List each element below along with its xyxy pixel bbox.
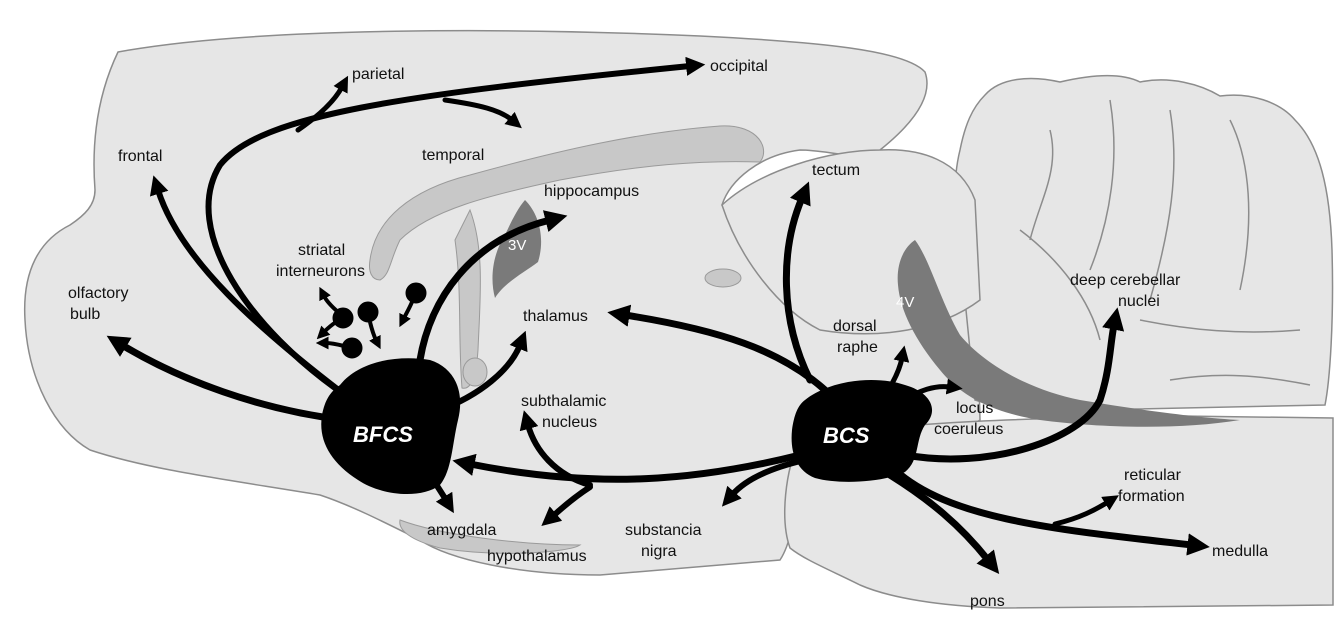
label-medulla: medulla [1212, 543, 1268, 560]
label-deep-cerebellar-line1: deep cerebellar [1070, 272, 1181, 289]
interneuron-2 [358, 302, 378, 322]
label-hypothalamus: hypothalamus [487, 548, 587, 565]
cerebellum-outline [955, 76, 1333, 411]
label-frontal: frontal [118, 148, 162, 165]
label-subthalamic-line2: nucleus [542, 414, 597, 431]
label-hippocampus: hippocampus [544, 183, 639, 200]
label-olfactory-line2: bulb [70, 306, 100, 323]
posterior-commissure-shape [705, 269, 741, 287]
label-amygdala: amygdala [427, 522, 496, 539]
label-dorsal-raphe-line1: dorsal [833, 318, 877, 335]
label-olfactory-line1: olfactory [68, 285, 128, 302]
bcs-label: BCS [823, 423, 870, 448]
label-striatal-line1: striatal [298, 242, 345, 259]
label-substancia-line2: nigra [641, 543, 677, 560]
label-deep-cerebellar-line2: nuclei [1118, 293, 1160, 310]
label-reticular-line2: formation [1118, 488, 1185, 505]
label-dorsal-raphe-line2: raphe [837, 339, 878, 356]
label-subthalamic-line1: subthalamic [521, 393, 606, 410]
label-thalamus: thalamus [523, 308, 588, 325]
label-occipital: occipital [710, 58, 768, 75]
bfcs-label: BFCS [353, 422, 413, 447]
interneuron-3 [342, 338, 362, 358]
interneuron-4 [406, 283, 426, 303]
third-ventricle-label: 3V [508, 237, 526, 254]
label-reticular-line1: reticular [1124, 467, 1182, 484]
label-tectum: tectum [812, 162, 860, 179]
label-temporal: temporal [422, 147, 484, 164]
anterior-commissure-shape [463, 358, 487, 386]
fourth-ventricle-label: 4V [896, 294, 914, 311]
label-locus-coeruleus-line2: coeruleus [934, 421, 1003, 438]
label-striatal-line2: interneurons [276, 263, 365, 280]
label-substancia-line1: substancia [625, 522, 702, 539]
label-pons: pons [970, 593, 1005, 610]
label-locus-coeruleus-line1: locus [956, 400, 993, 417]
label-parietal: parietal [352, 66, 404, 83]
